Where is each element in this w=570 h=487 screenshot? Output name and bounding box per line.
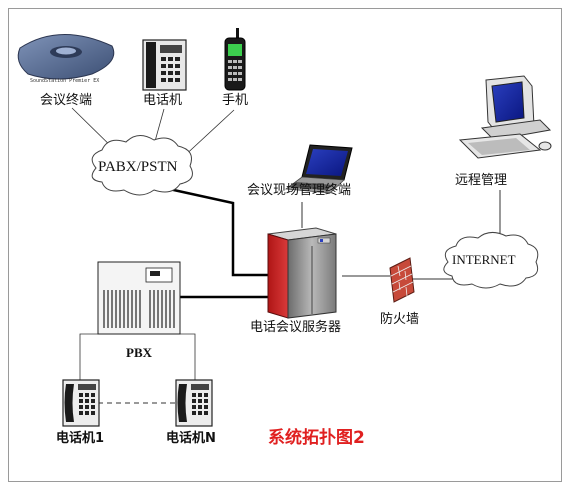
pbx-label: PBX	[126, 345, 153, 360]
laptop-icon	[284, 144, 353, 194]
pabx-pstn-cloud: PABX/PSTN	[91, 135, 193, 196]
diagram-title: 系统拓扑图2	[268, 427, 365, 448]
onsite-terminal-label: 会议现场管理终端	[247, 182, 351, 198]
server-icon	[267, 227, 337, 319]
internet-label: INTERNET	[452, 252, 516, 267]
mobile-phone-icon	[224, 28, 246, 91]
conference-terminal-label: 会议终端	[40, 92, 92, 108]
phone-1-label: 电话机1	[56, 430, 104, 446]
extension-phone-1-icon	[62, 379, 100, 427]
conference-terminal-icon: SoundStation Premier EX	[17, 34, 115, 84]
firewall-label: 防火墙	[380, 311, 419, 327]
desktop-computer-icon	[458, 75, 552, 159]
phone-n-label: 电话机N	[166, 430, 216, 446]
pbx-icon	[97, 261, 181, 335]
server-label: 电话会议服务器	[250, 319, 341, 335]
telephone-icon	[142, 39, 187, 91]
pabx-pstn-label: PABX/PSTN	[98, 159, 178, 175]
link-pabx-to-server	[159, 185, 268, 277]
telephone-label: 电话机	[143, 93, 182, 108]
remote-mgmt-label: 远程管理	[455, 173, 507, 188]
internet-cloud: INTERNET	[443, 232, 539, 289]
mobile-label: 手机	[222, 93, 248, 108]
soundstation-caption: SoundStation Premier EX	[30, 78, 99, 84]
firewall-icon	[389, 257, 415, 303]
extension-phone-n-icon	[175, 379, 213, 427]
